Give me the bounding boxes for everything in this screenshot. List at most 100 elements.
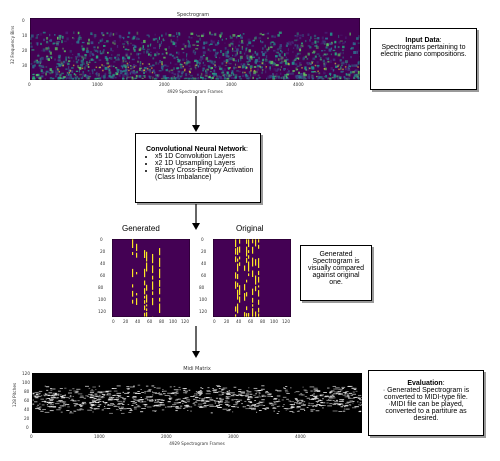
original-note-bar [244, 265, 246, 271]
spectrogram-cell [315, 46, 319, 49]
midi-note [232, 394, 236, 395]
spectrogram-cell [133, 49, 136, 52]
spectrogram-cell [171, 40, 175, 43]
spectrogram-cell [113, 61, 116, 63]
midi-note [137, 391, 140, 392]
spectrogram-cell [345, 36, 347, 40]
midi-note [320, 401, 323, 403]
midi-note [99, 401, 102, 403]
spectrogram-cell [131, 76, 134, 79]
spectrogram-cell [50, 68, 52, 72]
spectrogram-cell [193, 77, 196, 80]
spectrogram-cell [284, 74, 288, 77]
spectrogram-cell [114, 76, 117, 79]
spectrogram-cell [235, 66, 237, 69]
spectrogram-cell [82, 73, 85, 76]
spectrogram-cell [176, 32, 178, 35]
midi-note [206, 390, 211, 392]
midi-note [221, 401, 224, 403]
midi-note [320, 402, 326, 404]
spectrogram-cell [296, 46, 300, 50]
midi-note [258, 392, 261, 394]
midi-note [82, 403, 87, 405]
midi-note [300, 404, 306, 406]
midi-note [63, 403, 67, 405]
comparison-box: Generated Spectrogram is visually compar… [300, 245, 372, 301]
midi-note [48, 392, 53, 394]
spectrogram-cell [161, 65, 164, 68]
spectrogram-peak [225, 62, 228, 64]
spectrogram-cell [278, 46, 282, 50]
spectrogram-cell [231, 77, 233, 79]
midi-note [288, 400, 291, 402]
spectrogram-cell [340, 70, 343, 73]
spectrogram-cell [234, 77, 236, 80]
spectrogram-cell [275, 73, 278, 76]
spectrogram-cell [171, 75, 174, 78]
midi-note [238, 399, 243, 401]
spectrogram-cell [110, 57, 113, 60]
spectrogram-cell [298, 62, 302, 65]
spectrogram-cell [151, 76, 154, 80]
midi-note [126, 408, 132, 409]
spectrogram-cell [332, 49, 336, 52]
spectrogram-cell [255, 59, 258, 63]
spectrogram-cell [270, 60, 274, 65]
spectrogram-cell [252, 56, 256, 58]
spectrogram-cell [64, 50, 66, 53]
original-ytick: 120 [199, 309, 207, 314]
input-data-text: Spectrograms pertaining to electric pian… [380, 44, 467, 58]
spectrogram-cell [91, 71, 94, 75]
spectrogram-cell [221, 62, 224, 65]
midi-note [339, 399, 345, 401]
spectrogram-cell [329, 32, 333, 36]
spectrogram-cell [221, 71, 225, 74]
midi-note [154, 401, 159, 403]
spectrogram-cell [60, 77, 62, 79]
spectrogram-cell [221, 77, 225, 80]
spectrogram-peak [58, 71, 61, 73]
spectrogram-cell [94, 61, 97, 63]
midi-note [47, 402, 51, 403]
generated-xtick: 60 [147, 319, 153, 324]
midi-note [327, 405, 332, 407]
midi-note [265, 391, 269, 392]
midi-note [221, 393, 224, 395]
midi-note [353, 397, 357, 398]
midi-note [218, 397, 222, 399]
midi-note [165, 406, 167, 408]
midi-note [230, 395, 235, 397]
spectrogram-cell [319, 75, 323, 79]
spectrogram-cell [357, 70, 360, 74]
midi-note [95, 396, 100, 398]
midi-note [87, 396, 90, 397]
spectrogram-peak [81, 67, 84, 70]
original-note-bar [246, 239, 248, 244]
midi-note [126, 396, 130, 397]
midi-note [263, 405, 266, 406]
spectrogram-cell [182, 43, 185, 46]
midi-note [306, 407, 309, 409]
spectrogram-cell [228, 62, 232, 65]
midi-note [313, 390, 319, 392]
spectrogram-cell [163, 64, 167, 66]
midi-note [70, 399, 75, 401]
midi-note [254, 390, 257, 392]
spectrogram-cell [325, 57, 327, 59]
spectrogram-cell [33, 60, 36, 64]
original-note-bar [237, 282, 239, 287]
spectrogram-cell [355, 75, 358, 78]
original-note-bar [246, 257, 248, 263]
spectrogram-cell [303, 77, 305, 80]
midi-note [177, 407, 182, 409]
midi-note [316, 402, 319, 404]
spectrogram-cell [354, 74, 357, 77]
midi-note [315, 390, 321, 392]
generated-note-bar [144, 305, 146, 311]
spectrogram-cell [105, 58, 109, 61]
spectrogram-cell [99, 39, 102, 43]
spectrogram-cell [262, 53, 265, 57]
spectrogram-cell [57, 69, 60, 72]
midi-note [93, 401, 96, 403]
generated-ytick: 80 [98, 285, 104, 290]
